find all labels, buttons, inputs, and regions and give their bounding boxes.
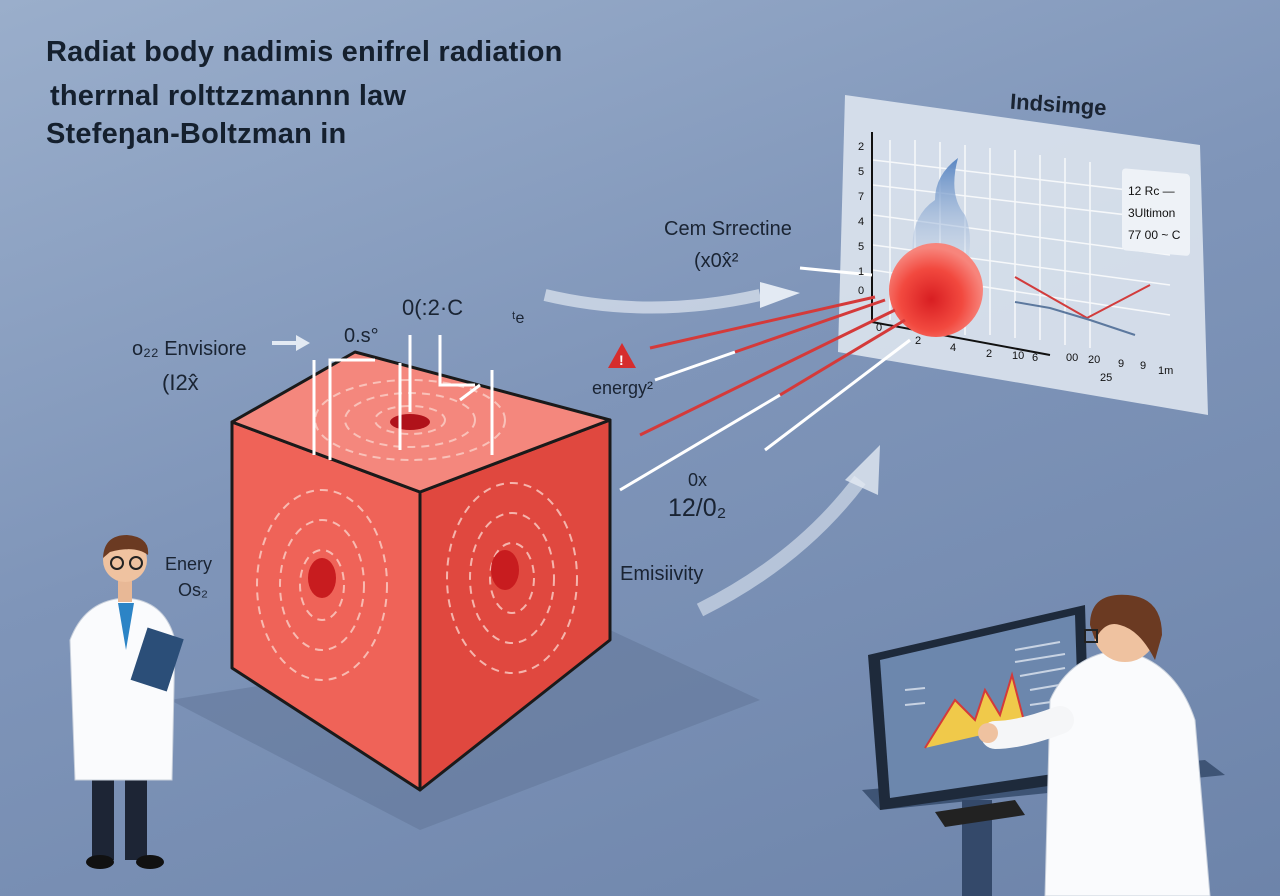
label-os2: Os₂ xyxy=(178,580,208,600)
cube-hotspot-right xyxy=(491,550,519,590)
x-tick: 2 xyxy=(986,348,993,360)
x-tick: 4 xyxy=(950,342,957,354)
x-tick: 9 xyxy=(1140,360,1147,372)
flame-shape xyxy=(912,158,970,270)
computer-monitor xyxy=(868,605,1090,827)
label-top-te: ᵗe xyxy=(512,310,525,327)
legend-box xyxy=(1122,168,1190,256)
label-cem: Cem Srrectine xyxy=(664,218,792,240)
label-ratio: 12/0₂ xyxy=(668,494,727,522)
x-tick: 25 xyxy=(1100,372,1113,384)
small-arrow-head xyxy=(296,335,310,351)
hot-sphere xyxy=(889,243,983,337)
red-series-line xyxy=(1014,276,1151,320)
flow-arrow-bottom xyxy=(696,475,866,617)
x-tick: 1m xyxy=(1158,365,1174,377)
x-tick: 00 xyxy=(1066,352,1079,364)
sensor-probes xyxy=(312,335,494,460)
title-line-2: therrnal rolttzzmannn law xyxy=(50,80,407,112)
x-tick: 10 xyxy=(1012,350,1025,362)
label-envisiore-sub: (I2x̂ xyxy=(162,370,199,395)
label-top-temp: 0(:2·C xyxy=(402,295,464,320)
legend-entry: 77 00 ~ C xyxy=(1128,228,1181,242)
warning-mark: ! xyxy=(619,352,624,368)
chart-y-ticks: 2 5 7 4 5 1 0 xyxy=(858,135,864,304)
warning-icon xyxy=(608,343,636,368)
chart-panel xyxy=(838,95,1208,415)
blue-series-line xyxy=(1014,301,1136,336)
x-tick: 9 xyxy=(1118,358,1125,370)
arrow-head-bottom xyxy=(845,445,880,495)
y-tick: 5 xyxy=(858,241,865,253)
y-tick: 1 xyxy=(858,266,865,278)
legend-entry: 12 Rc — xyxy=(1128,184,1175,198)
y-tick: 5 xyxy=(858,166,865,178)
x-tick: 6 xyxy=(1032,352,1039,364)
y-tick: 0 xyxy=(858,285,865,297)
label-ox: 0x xyxy=(688,470,708,490)
label-envisiore: o₂₂ Envisiore xyxy=(132,338,247,360)
label-energy: energy² xyxy=(592,378,654,398)
blackbody-cube xyxy=(230,350,612,792)
cube-hotspot-left xyxy=(308,558,336,598)
scientist-left xyxy=(69,535,184,869)
x-tick: 0 xyxy=(876,322,883,334)
label-cem-sub: (x0x̂² xyxy=(694,250,739,272)
radiation-rays xyxy=(619,266,911,492)
cube-heat-rings xyxy=(256,379,578,681)
y-tick: 2 xyxy=(858,141,865,153)
label-top-os: 0.s° xyxy=(344,325,379,347)
arrow-head-top xyxy=(760,282,800,308)
title-line-1: Radiat body nadimis enifrel radiation xyxy=(46,36,563,68)
chart-legend: 12 Rc — 3Ultimon 77 00 ~ C xyxy=(1128,180,1180,246)
cube-hotspot-top xyxy=(390,414,430,430)
legend-entry: 3Ultimon xyxy=(1128,206,1176,220)
flow-arrow-top xyxy=(543,289,762,314)
label-energy-left: Enery xyxy=(165,554,213,574)
scientist-right xyxy=(978,594,1211,896)
title-line-3: Stefeŋan-Boltzman in xyxy=(46,118,347,150)
y-tick: 4 xyxy=(858,216,865,228)
x-tick: 2 xyxy=(915,335,922,347)
y-tick: 7 xyxy=(858,191,865,203)
x-tick: 20 xyxy=(1088,354,1101,366)
label-emissivity: Emisiivity xyxy=(620,563,704,585)
